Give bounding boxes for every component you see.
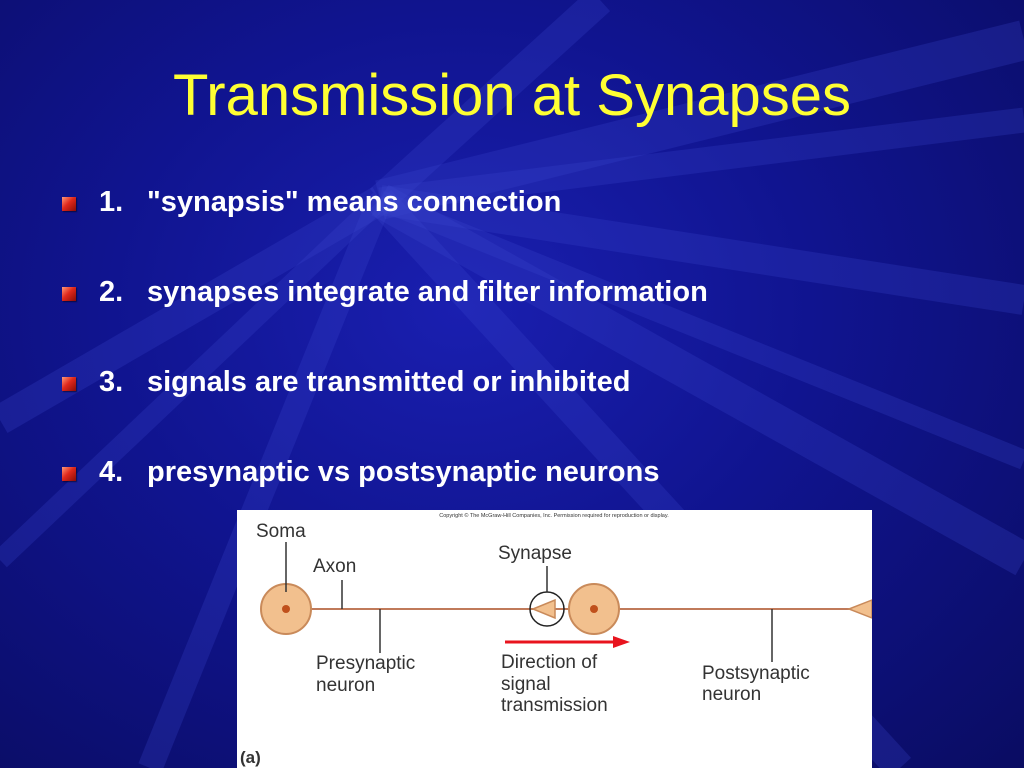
- direction-label-line3: transmission: [501, 695, 608, 716]
- bullet-text: "synapsis" means connection: [147, 186, 562, 218]
- direction-arrow-icon: [505, 636, 630, 648]
- neuron-synapse-figure: Copyright © The McGraw-Hill Companies, I…: [237, 510, 872, 768]
- axon-label: Axon: [313, 556, 356, 577]
- bullet-marker-icon: [62, 287, 76, 301]
- direction-label-line1: Direction of: [501, 652, 598, 673]
- soma-label: Soma: [256, 521, 306, 542]
- presynaptic-soma: [260, 583, 312, 635]
- postsynaptic-label-line2: neuron: [702, 684, 761, 705]
- panel-label: (a): [240, 748, 261, 767]
- bullet-text: synapses integrate and filter informatio…: [147, 276, 708, 308]
- neuron-diagram: Copyright © The McGraw-Hill Companies, I…: [240, 512, 872, 767]
- bullet-number: 3.: [99, 366, 124, 398]
- presynaptic-label-line2: neuron: [316, 675, 375, 696]
- postsynaptic-label-line1: Postsynaptic: [702, 663, 810, 684]
- bullet-text: signals are transmitted or inhibited: [147, 366, 631, 398]
- presynaptic-label-line1: Presynaptic: [316, 653, 415, 674]
- slide-title: Transmission at Synapses: [172, 63, 852, 128]
- axon-terminal: [846, 599, 872, 619]
- bullet-number: 1.: [99, 186, 124, 218]
- bullet-number: 4.: [99, 456, 124, 488]
- bullet-marker-icon: [62, 377, 76, 391]
- synapse-label: Synapse: [498, 543, 572, 564]
- direction-label-line2: signal: [501, 674, 551, 695]
- figure-copyright: Copyright © The McGraw-Hill Companies, I…: [439, 512, 669, 519]
- bullet-marker-icon: [62, 197, 76, 211]
- bullet-marker-icon: [62, 467, 76, 481]
- bullet-number: 2.: [99, 276, 124, 308]
- bullet-text: presynaptic vs postsynaptic neurons: [147, 456, 660, 488]
- postsynaptic-soma: [568, 583, 620, 635]
